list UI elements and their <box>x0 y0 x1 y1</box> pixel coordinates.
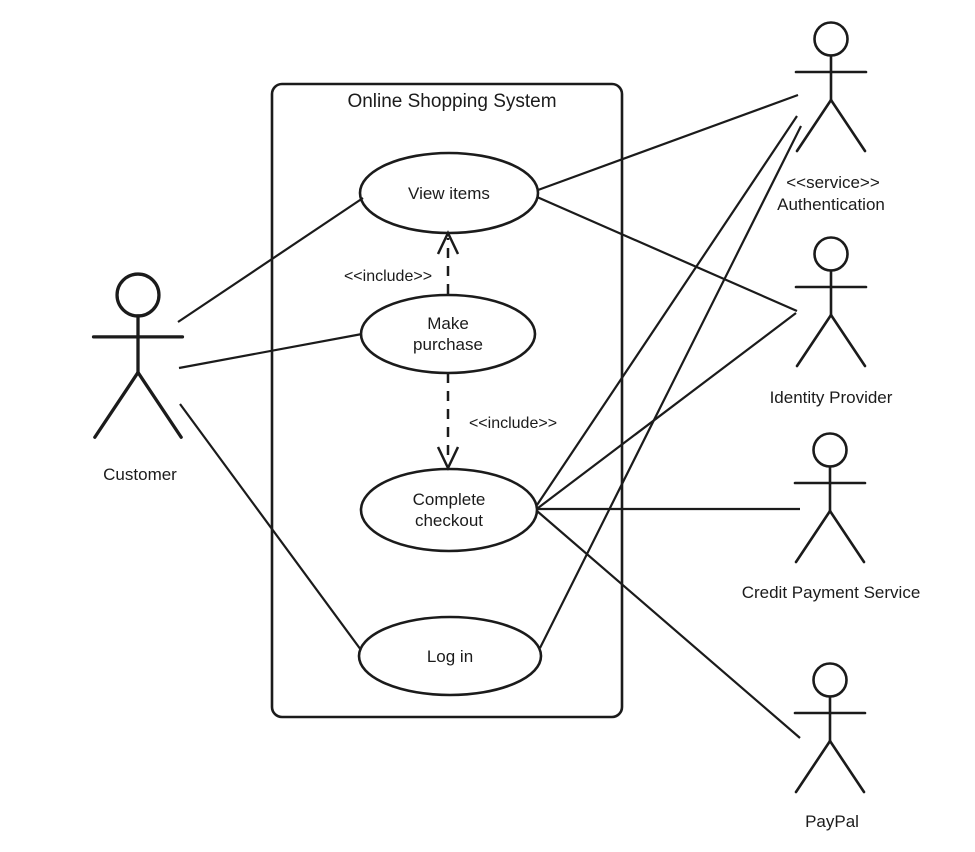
include-label-bottom: <<include>> <box>469 415 557 432</box>
association-view-items-identity-provider <box>536 195 798 313</box>
actor-credit-payment-label: Credit Payment Service <box>742 583 921 602</box>
usecase-make-purchase-label-line1: Make <box>427 314 469 333</box>
actor-identity-provider-label: Identity Provider <box>770 388 893 407</box>
usecase-view-items-label: View items <box>408 184 490 203</box>
association-complete-checkout-identity-provider <box>537 312 797 509</box>
actor-identity-provider-figure <box>794 236 868 368</box>
association-view-items-authentication <box>537 93 799 192</box>
association-customer-log-in <box>179 403 362 651</box>
actor-authentication-figure <box>794 21 868 153</box>
association-customer-view-items <box>177 197 364 323</box>
association-complete-checkout-authentication <box>536 115 798 506</box>
actor-authentication-label-line1: <<service>> <box>786 173 880 192</box>
actor-customer-label: Customer <box>103 465 177 484</box>
association-complete-checkout-paypal <box>536 510 801 739</box>
actor-credit-payment-figure <box>793 432 867 564</box>
system-boundary <box>270 82 624 719</box>
association-lines <box>177 93 802 739</box>
usecase-complete-checkout <box>359 467 539 553</box>
actor-customer-figure <box>91 272 185 439</box>
usecase-make-purchase <box>359 293 537 375</box>
include-label-top: <<include>> <box>344 268 432 285</box>
actor-authentication-label-line2: Authentication <box>777 195 885 214</box>
usecase-log-in <box>357 615 543 697</box>
association-log-in-authentication <box>539 125 802 649</box>
usecase-log-in-label: Log in <box>427 647 473 666</box>
association-customer-make-purchase <box>178 332 363 370</box>
actor-paypal-figure <box>793 662 867 794</box>
usecase-complete-checkout-label-line2: checkout <box>415 511 483 530</box>
system-title: Online Shopping System <box>347 91 556 112</box>
actor-paypal-label: PayPal <box>805 812 859 831</box>
usecase-complete-checkout-label-line1: Complete <box>413 490 486 509</box>
usecase-make-purchase-label-line2: purchase <box>413 335 483 354</box>
usecase-view-items <box>358 151 540 235</box>
